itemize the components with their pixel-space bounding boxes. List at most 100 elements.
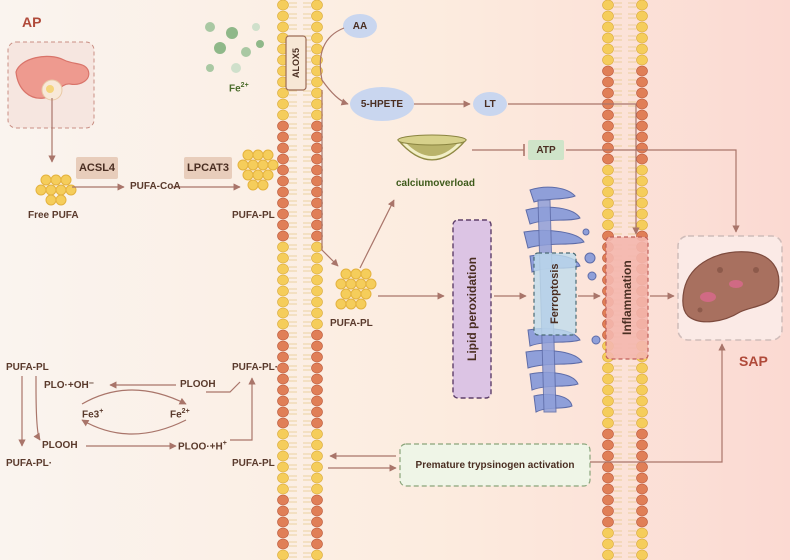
lipid-tail: [628, 420, 636, 426]
lipid-head: [277, 263, 289, 275]
lipid-tail: [614, 409, 622, 415]
lipid-head: [311, 472, 323, 484]
lipid-head: [277, 87, 289, 99]
lipid-tail: [289, 90, 297, 96]
lipid-head: [277, 516, 289, 528]
inflamed-pancreas-icon: [682, 251, 780, 323]
lipid-tail: [289, 541, 297, 547]
lipid-head: [602, 186, 614, 198]
lipid-head: [277, 439, 289, 451]
lipid-head: [277, 164, 289, 176]
lipid-tail: [303, 167, 311, 173]
lipid-tail: [303, 343, 311, 349]
lipid-tail: [289, 310, 297, 316]
lipid-tail: [628, 90, 636, 96]
lipid-head: [277, 230, 289, 242]
lpcat3-box: [184, 157, 232, 179]
lipid-tail: [628, 178, 636, 184]
lipid-head: [311, 384, 323, 396]
lipid-tail: [628, 101, 636, 107]
lipid-tail: [303, 398, 311, 404]
alox5-box: [285, 35, 307, 91]
cycle-plooh-right: PLOOH: [180, 379, 216, 390]
lipid-head: [277, 373, 289, 385]
lipid-tail: [289, 156, 297, 162]
lipid-head: [602, 0, 614, 11]
lipid-peroxidation-box: [452, 219, 492, 399]
lipid-head: [277, 362, 289, 374]
cycle-pufa-pl-b: PUFA-PL: [232, 458, 275, 469]
lipid-tail: [614, 222, 622, 228]
alox5-label: ALOX5: [291, 48, 301, 79]
lipid-head: [602, 505, 614, 517]
lipid-head: [636, 109, 648, 121]
lipid-tail: [614, 2, 622, 8]
inflammation-box: [605, 236, 649, 360]
lipid-head: [277, 307, 289, 319]
pufa-pl-top-cluster-icon: [237, 149, 279, 191]
lipid-tail: [614, 398, 622, 404]
lipid-tail: [289, 530, 297, 536]
lpcat3-label: LPCAT3: [187, 162, 229, 174]
lipid-head: [636, 450, 648, 462]
lipid-tail: [289, 552, 297, 558]
lipid-head: [277, 120, 289, 132]
lipid-head: [311, 285, 323, 297]
lipid-tail: [614, 68, 622, 74]
lipid-head: [602, 21, 614, 33]
inflammation-label: Inflammation: [620, 260, 634, 336]
lipid-head: [277, 10, 289, 22]
lipid-head: [602, 219, 614, 231]
ap-label: AP: [22, 14, 42, 30]
lipid-head: [636, 527, 648, 539]
lipid-tail: [614, 123, 622, 129]
trypsinogen-label: Premature trypsinogen activation: [415, 459, 575, 471]
lipid-head: [311, 296, 323, 308]
lipid-head: [311, 516, 323, 528]
lipid-head: [636, 516, 648, 528]
lipid-head: [602, 406, 614, 418]
lipid-head: [311, 142, 323, 154]
lt-bubble: [473, 92, 507, 116]
free-pufa-cluster-icon: [35, 174, 77, 206]
lipid-head: [311, 98, 323, 110]
pufa-pl-top-label: PUFA-PL: [232, 210, 275, 221]
lipid-tail: [303, 365, 311, 371]
lipid-head: [311, 505, 323, 517]
lipid-head: [311, 340, 323, 352]
lipid-head: [277, 153, 289, 165]
lipid-tail: [628, 530, 636, 536]
lipid-head: [277, 318, 289, 330]
lipid-head: [636, 483, 648, 495]
lipid-head: [602, 362, 614, 374]
lipid-tail: [289, 101, 297, 107]
acsl4-label: ACSL4: [78, 162, 116, 174]
lipid-head: [277, 395, 289, 407]
lipid-head: [636, 65, 648, 77]
lipid-tail: [303, 101, 311, 107]
pathway-arrows: [18, 27, 740, 472]
lipid-tail: [628, 409, 636, 415]
lipid-tail: [628, 24, 636, 30]
cycle-plooh-left: PLOOH: [42, 440, 78, 451]
lipid-tail: [628, 13, 636, 19]
lipid-head: [311, 329, 323, 341]
healthy-pancreas-icon: [15, 55, 90, 101]
lipid-tail: [628, 68, 636, 74]
lipid-tail: [303, 321, 311, 327]
free-pufa-label: Free PUFA: [28, 210, 79, 221]
lipid-head: [311, 32, 323, 44]
lipid-tail: [289, 398, 297, 404]
lipid-tail: [303, 420, 311, 426]
lipid-tail: [614, 200, 622, 206]
lipid-head: [636, 428, 648, 440]
lipid-tail: [289, 211, 297, 217]
lipid-head: [602, 109, 614, 121]
lipid-tail: [303, 145, 311, 151]
atp-label: ATP: [536, 144, 556, 156]
lipid-head: [277, 461, 289, 473]
lipid-tail: [303, 332, 311, 338]
lipid-tail: [614, 13, 622, 19]
lipid-head: [277, 21, 289, 33]
lipid-head: [277, 494, 289, 506]
